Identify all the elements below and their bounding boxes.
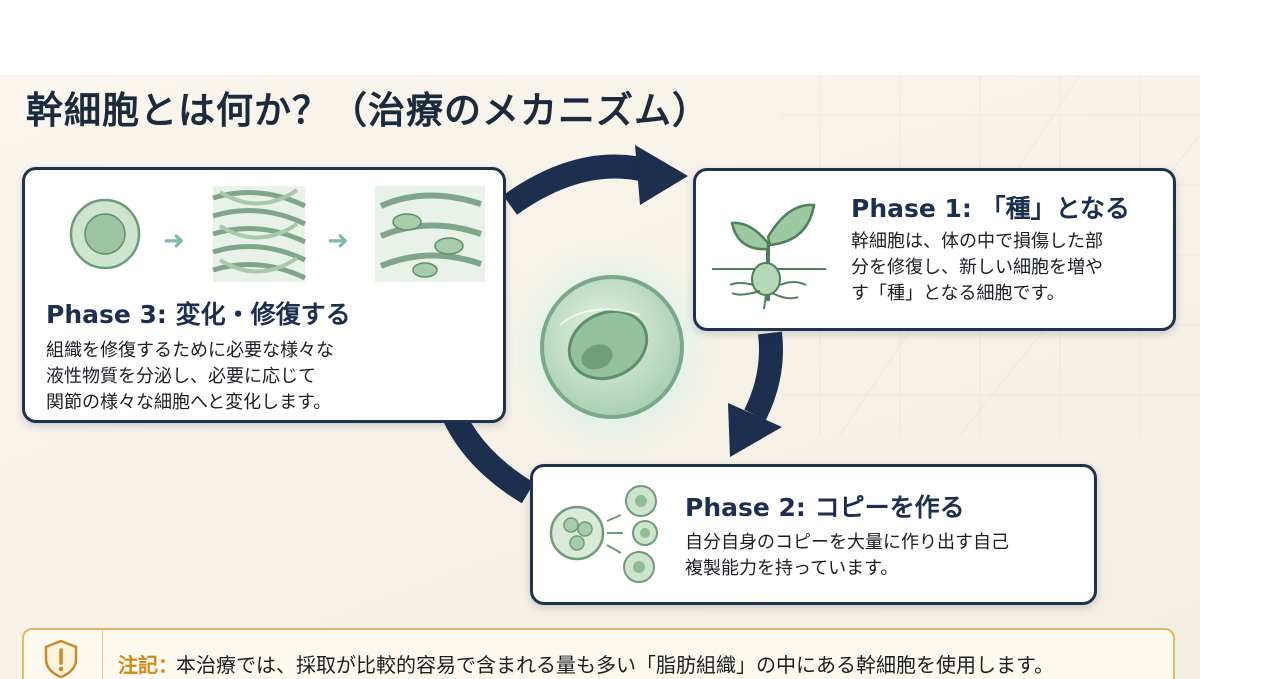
shield-exclamation-icon: [44, 639, 78, 679]
note-divider: [102, 630, 103, 679]
cell-division-icon: [549, 485, 658, 583]
phase-1-card: Phase 1: 「種」となる 幹細胞は、体の中で損傷した部 分を修復し、新しい…: [693, 168, 1176, 331]
note-callout: 注記： 本治療では、採取が比較的容易で含まれる量も多い「脂肪組織」の中にある幹細…: [22, 628, 1175, 679]
phase-3-heading: Phase 3: 変化・修復する: [46, 300, 351, 329]
phase-1-description: 幹細胞は、体の中で損傷した部 分を修復し、新しい細胞を増や す「種」となる細胞で…: [851, 231, 1103, 304]
arrow-right-icon: ➜: [163, 226, 185, 256]
phase-2-heading: Phase 2: コピーを作る: [685, 493, 965, 522]
arrow-right-icon: ➜: [327, 226, 349, 256]
slide: 幹細胞とは何か？（治療のメカニズム）: [0, 75, 1200, 679]
note-label: 注記：: [118, 653, 178, 677]
cycle-arrow-right: [728, 331, 783, 457]
phase-3-description: 組織を修復するために必要な様々な 液性物質を分泌し、必要に応じて 関節の様々な細…: [46, 340, 334, 413]
page-title: 幹細胞とは何か？（治療のメカニズム）: [26, 89, 710, 132]
cycle-diagram: [410, 145, 783, 504]
phase-2-description: 自分自身のコピーを大量に作り出す自己 複製能力を持っています。: [685, 532, 1009, 579]
phase-2-card: Phase 2: コピーを作る 自分自身のコピーを大量に作り出す自己 複製能力を…: [530, 464, 1097, 605]
sprout-icon: [712, 203, 826, 310]
repaired-tissue-icon: [375, 186, 485, 282]
single-cell-icon: [69, 198, 141, 270]
note-text: 本治療では、採取が比較的容易で含まれる量も多い「脂肪組織」の中にある幹細胞を使用…: [176, 653, 1054, 677]
central-stem-cell-icon: [540, 275, 684, 419]
cycle-arrow-top: [503, 145, 688, 215]
cell-to-tissue-icon: [69, 186, 485, 282]
phase-3-card: ➜ ➜ Phase 3: 変化・修復する 組織を修復するために必要な様々な 液性…: [22, 167, 506, 423]
fiber-tissue-icon: [212, 186, 307, 282]
phase-1-heading: Phase 1: 「種」となる: [851, 194, 1130, 223]
